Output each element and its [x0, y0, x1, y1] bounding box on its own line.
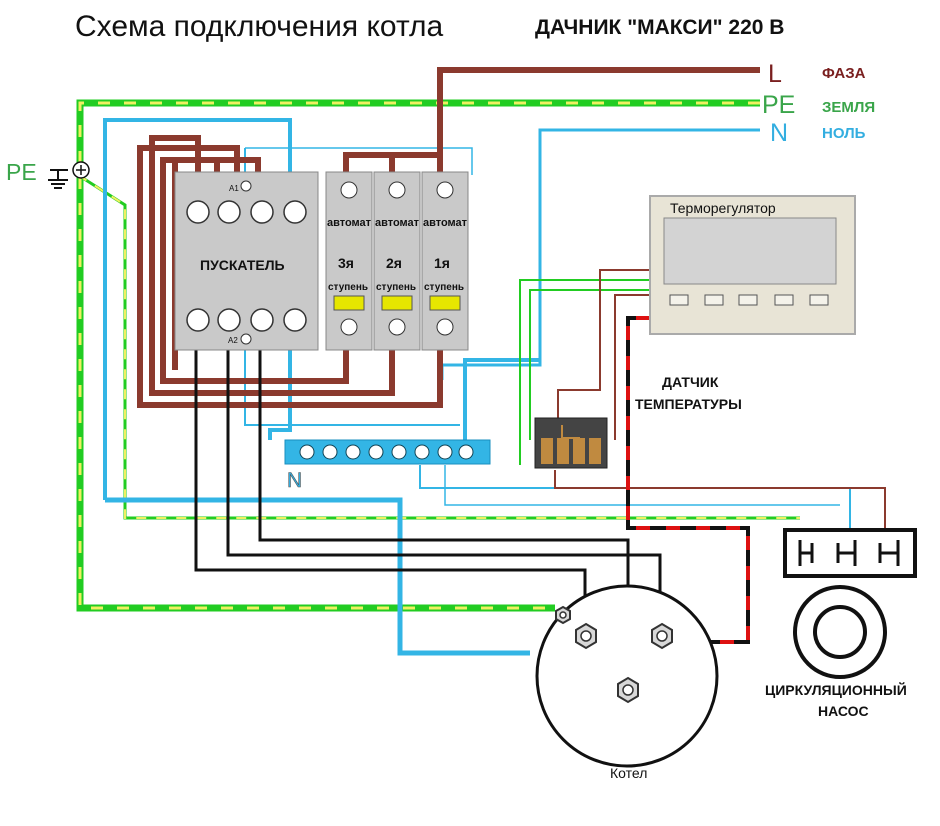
neutral-wire — [103, 118, 851, 656]
diagram-subtitle: ДАЧНИК "МАКСИ" 220 В — [535, 16, 784, 39]
pump-phase-wire — [554, 269, 886, 535]
sensor-label-line2: ТЕМПЕРАТУРЫ — [635, 396, 742, 412]
thermostat-button[interactable] — [774, 294, 794, 306]
thermostat: Терморегулятор — [649, 195, 856, 335]
contactor-label: ПУСКАТЕЛЬ — [200, 257, 285, 273]
breaker-3-step: ступень — [328, 282, 368, 293]
phase-label: ФАЗА — [822, 65, 866, 82]
neutral-bus-screws — [299, 444, 474, 460]
thermostat-button[interactable] — [809, 294, 829, 306]
pe-label: ЗЕМЛЯ — [822, 99, 875, 116]
breaker-3-type: автомат — [327, 217, 372, 229]
thermostat-button[interactable] — [738, 294, 758, 306]
neutral-bus: N — [284, 439, 491, 492]
n-letter: N — [770, 119, 788, 147]
ground-wire — [76, 99, 800, 612]
breaker-1: автомат 1я ступень — [421, 171, 469, 351]
breaker-2: автомат 2я ступень — [373, 171, 421, 351]
boiler-label: Котел — [610, 765, 647, 781]
contactor-a1: A1 — [229, 184, 239, 193]
thermostat-button[interactable] — [704, 294, 724, 306]
thermostat-display — [663, 217, 837, 285]
neutral-bus-label: N — [287, 469, 302, 492]
breaker-1-step: ступень — [424, 282, 464, 293]
thermostat-label: Терморегулятор — [670, 200, 776, 216]
pe-left-label: PE — [6, 159, 37, 185]
pump-label-line1: ЦИРКУЛЯЦИОННЫЙ — [765, 681, 907, 698]
contactor-bottom-screws — [186, 308, 307, 332]
breaker-3: автомат 3я ступень — [325, 171, 373, 351]
breaker-2-type: автомат — [375, 217, 420, 229]
breaker-2-lever[interactable] — [381, 295, 413, 311]
pump-label-line2: НАСОС — [818, 703, 869, 719]
phase-wire — [137, 67, 760, 408]
thermostat-button[interactable] — [669, 294, 689, 306]
breaker-3-lever[interactable] — [333, 295, 365, 311]
terminal-block — [534, 417, 608, 469]
contactor-top-screws — [186, 200, 307, 224]
pe-letter: PE — [762, 91, 795, 119]
pe-ground-terminal: PE — [6, 159, 90, 189]
phase-letter: L — [768, 60, 782, 88]
n-label: НОЛЬ — [822, 125, 866, 142]
breaker-2-step: ступень — [376, 282, 416, 293]
earth-icon — [48, 169, 68, 189]
breaker-2-stage: 2я — [386, 255, 402, 271]
circulation-pump: ЦИРКУЛЯЦИОННЫЙ НАСОС — [765, 528, 917, 719]
breaker-1-lever[interactable] — [429, 295, 461, 311]
diagram-title: Схема подключения котла — [75, 10, 444, 43]
pump-terminals — [798, 540, 900, 566]
contactor: A1 ПУСКАТЕЛЬ A2 — [174, 171, 319, 351]
supply-labels: L ФАЗА PE ЗЕМЛЯ N НОЛЬ — [762, 60, 875, 147]
thermostat-wires — [519, 279, 650, 465]
contactor-a2: A2 — [228, 336, 238, 345]
breaker-1-stage: 1я — [434, 255, 450, 271]
breaker-1-type: автомат — [423, 217, 468, 229]
sensor-wire — [626, 316, 750, 644]
breaker-3-stage: 3я — [338, 255, 354, 271]
boiler: Котел — [535, 584, 719, 781]
sensor-label-line1: ДАТЧИК — [662, 374, 719, 390]
thermostat-buttons — [669, 294, 829, 306]
